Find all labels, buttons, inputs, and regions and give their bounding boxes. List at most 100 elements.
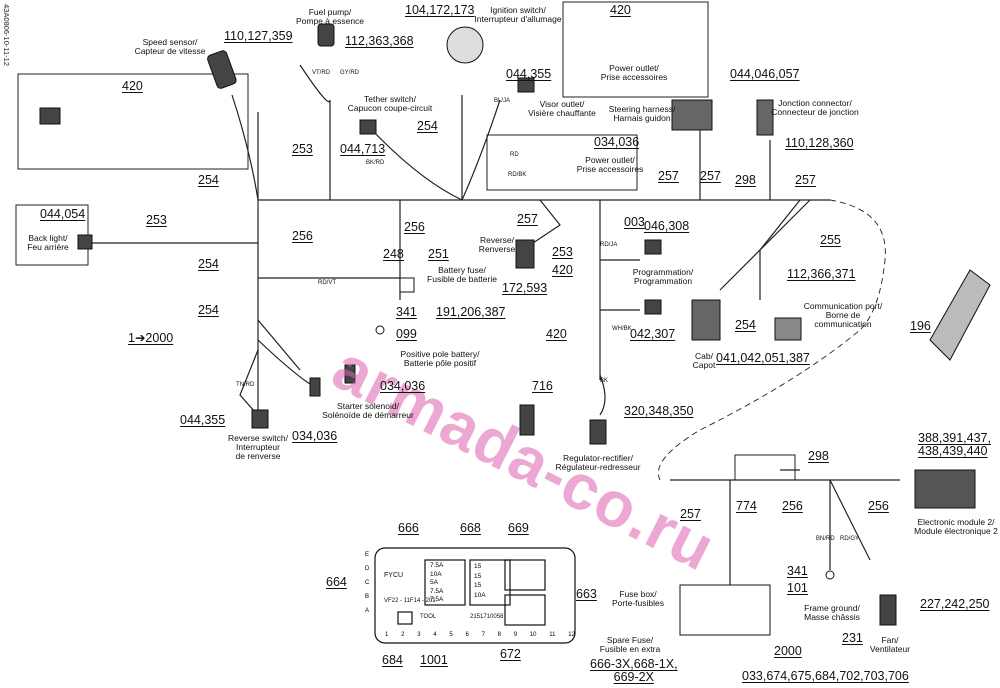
wire-298-b: 298 xyxy=(808,449,829,463)
part-668: 668 xyxy=(460,521,481,535)
part-227-242-250: 227,242,250 xyxy=(920,597,990,611)
part-191-206-387: 191,206,387 xyxy=(436,305,506,319)
fuel-pump-caption: Fuel pump/ Pompe à essence xyxy=(295,7,365,26)
tag-rd-gy: RD/GY xyxy=(840,536,860,542)
fuse-rating: 7.5A xyxy=(430,587,444,595)
tag-vt-rd: VT/RD xyxy=(312,70,330,76)
fuse-panel-tool: TOOL xyxy=(420,614,437,620)
back-light-connector-icon xyxy=(39,107,61,125)
ignition-switch-number: 104,172,173 xyxy=(405,3,475,17)
tether-switch-caption: Tether switch/ Capucon coupe-circuit xyxy=(347,94,433,113)
starter-solenoid-icon-a xyxy=(309,377,321,397)
part-231: 231 xyxy=(842,631,863,645)
fuse-panel-letter: B xyxy=(365,594,370,600)
fuse-rating: 7.5A xyxy=(430,596,444,603)
junction-connector-number: 110,128,360 xyxy=(785,136,854,150)
part-716: 716 xyxy=(532,379,553,393)
part-046-308: 046,308 xyxy=(644,219,690,233)
frame-ground-caption: Frame ground/ Masse châssis xyxy=(804,603,860,622)
back-light-number: 044,054 xyxy=(40,207,86,221)
fuse-panel-number: 7 xyxy=(481,632,485,638)
fuse-panel-spare-code: 2151710058 xyxy=(470,614,504,620)
back-light-box-number: 420 xyxy=(122,79,143,93)
tag-bn-rd: BN/RD xyxy=(816,536,835,542)
part-341-b: 341 xyxy=(787,564,808,578)
electronic-module-2-icon xyxy=(914,469,976,509)
steering-harness-caption: Steering harness/ Harnais guidon xyxy=(608,104,676,123)
part-1001: 1001 xyxy=(420,653,448,667)
part-664: 664 xyxy=(326,575,347,589)
tag-bk-rd: BK/RD xyxy=(366,160,385,166)
regulator-rectifier-icon xyxy=(589,419,607,445)
part-041-042-051-387: 041,042,051,387 xyxy=(716,351,810,365)
fuse-rating: 10A xyxy=(474,591,486,599)
part-672: 672 xyxy=(500,647,521,661)
wire-254-e: 254 xyxy=(735,318,756,332)
fuse-panel-letter: C xyxy=(365,580,370,586)
fuse-panel-letter: A xyxy=(365,608,370,614)
tag-wh-bk: WH/BK xyxy=(612,326,632,332)
part-101: 101 xyxy=(787,581,808,595)
speed-sensor-caption: Speed sensor/ Capteur de vitesse xyxy=(134,37,206,56)
fuse-panel-number: 11 xyxy=(549,632,556,638)
side-code: 43A0806-10-11-12 xyxy=(2,4,11,66)
visor-outlet-icon xyxy=(517,77,535,93)
wire-253-a: 253 xyxy=(292,142,313,156)
part-033-list: 033,674,675,684,702,703,706 xyxy=(742,669,909,683)
part-774: 774 xyxy=(736,499,757,513)
tag-rd-bk: RD/BK xyxy=(508,172,527,178)
ignition-switch-icon xyxy=(446,26,484,64)
ignition-switch-caption: Ignition switch/ Interrupteur d'allumage xyxy=(474,5,562,24)
part-663: 663 xyxy=(576,587,597,601)
tag-rd-vt: RD/VT xyxy=(318,280,336,286)
part-251: 251 xyxy=(428,247,449,261)
part-003: 003 xyxy=(624,215,645,229)
part-196: 196 xyxy=(910,319,931,333)
power-outlet-mid-number: 034,036 xyxy=(594,135,640,149)
battery-fuse-icon xyxy=(399,277,415,293)
wire-255: 255 xyxy=(820,233,841,247)
fuse-panel-number: 10 xyxy=(529,632,537,638)
steering-harness-number: 044,046,057 xyxy=(730,67,800,81)
part-341-a: 341 xyxy=(396,305,417,319)
fuse-panel-number: 3 xyxy=(417,632,421,638)
starter-solenoid-caption: Starter solenoid/ Solénoïde de démarreur xyxy=(322,401,414,420)
wire-256-a: 256 xyxy=(292,229,313,243)
part-099: 099 xyxy=(396,327,417,341)
spare-fuse-number: 666-3X,668-1X, 669-2X xyxy=(590,657,678,685)
visor-outlet-caption: Visor outlet/ Visière chauffante xyxy=(528,99,596,118)
speed-sensor-icon xyxy=(207,50,237,89)
fuse-panel-part-no: VF22 - 11F14 - 201 xyxy=(384,598,436,604)
junction-connector-caption: Jonction connector/ Connecteur de joncti… xyxy=(771,98,859,117)
power-outlet-top-number: 420 xyxy=(610,3,631,17)
wire-257-e: 257 xyxy=(680,507,701,521)
part-669: 669 xyxy=(508,521,529,535)
fuse-panel-drawing xyxy=(374,547,576,644)
fuse-rating: 15 xyxy=(474,572,482,580)
wire-256-d: 256 xyxy=(868,499,889,513)
fuse-panel-number: 2 xyxy=(401,632,405,638)
fuse-panel-number: 5 xyxy=(449,632,453,638)
reverse-caption: Reverse/ Renverse xyxy=(478,235,516,254)
part-320-348-350: 320,348,350 xyxy=(624,404,694,418)
reverse-switch-caption: Reverse switch/ Interrupteur de renverse xyxy=(228,433,288,461)
tether-switch-number: 044,713 xyxy=(340,142,386,156)
fuel-pump-number: 112,363,368 xyxy=(345,34,414,48)
tag-rd-ja: RD/JA xyxy=(600,242,618,248)
fuse-panel-header: FYCU xyxy=(384,572,404,579)
wire-253-c: 253 xyxy=(552,245,573,259)
part-716-icon xyxy=(519,404,535,436)
tag-gy-rd: GY/RD xyxy=(340,70,360,76)
junction-connector-icon xyxy=(756,99,774,136)
part-684: 684 xyxy=(382,653,403,667)
battery-fuse-caption: Battery fuse/ Fusible de batterie xyxy=(427,265,497,284)
wire-256-b: 256 xyxy=(404,220,425,234)
tag-bl-ja: BL/JA xyxy=(494,98,511,104)
power-outlet-mid-caption: Power outlet/ Prise accessoires xyxy=(576,155,644,174)
fuse-rating: 15 xyxy=(474,563,482,570)
part-248: 248 xyxy=(383,247,404,261)
fuse-panel-number: 9 xyxy=(513,632,518,638)
